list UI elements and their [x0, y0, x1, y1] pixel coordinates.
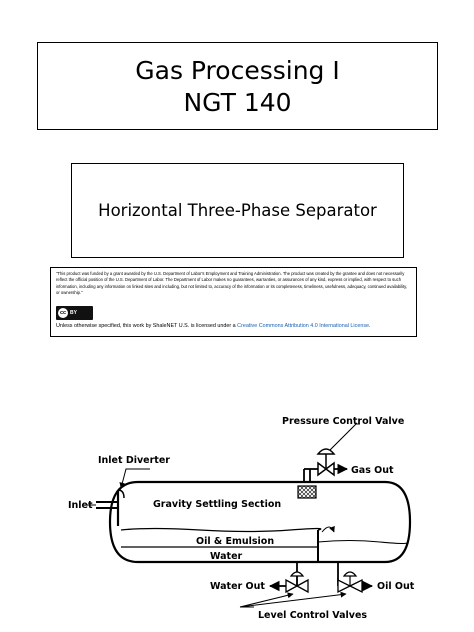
funding-notice: "This product was funded by a grant awar… [50, 267, 417, 337]
label-pressure-control-valve: Pressure Control Valve [282, 416, 404, 427]
label-level-control-valves: Level Control Valves [258, 610, 367, 621]
separator-diagram: Pressure Control Valve Inlet Diverter Ga… [68, 416, 415, 621]
label-gravity-settling-section: Gravity Settling Section [153, 499, 281, 510]
title-box: Gas Processing I NGT 140 [37, 42, 438, 130]
label-inlet-diverter: Inlet Diverter [98, 455, 170, 466]
oil-level-line [120, 527, 322, 533]
license-link[interactable]: Creative Commons Attribution 4.0 Interna… [237, 323, 370, 329]
license-statement: Unless otherwise specified, this work by… [56, 323, 371, 329]
course-title: Gas Processing I [135, 56, 340, 85]
vessel-shell [108, 480, 412, 564]
label-oil-out: Oil Out [377, 581, 415, 592]
subtitle-box: Horizontal Three-Phase Separator [71, 163, 404, 258]
label-oil-emulsion: Oil & Emulsion [196, 536, 274, 547]
label-water-out: Water Out [210, 581, 265, 592]
label-gas-out: Gas Out [351, 465, 394, 476]
by-text: BY [70, 310, 77, 316]
disclaimer-text: "This product was funded by a grant awar… [56, 271, 408, 295]
slide-subtitle: Horizontal Three-Phase Separator [98, 201, 377, 220]
cc-by-license-icon[interactable]: cc BY [56, 306, 93, 320]
label-water: Water [210, 551, 243, 562]
course-code: NGT 140 [183, 88, 292, 117]
label-inlet: Inlet [68, 500, 93, 511]
license-prefix: Unless otherwise specified, this work by… [56, 323, 238, 329]
mist-extractor [297, 485, 317, 499]
cc-logo-icon: cc [58, 308, 68, 318]
license-suffix: . [369, 323, 371, 329]
